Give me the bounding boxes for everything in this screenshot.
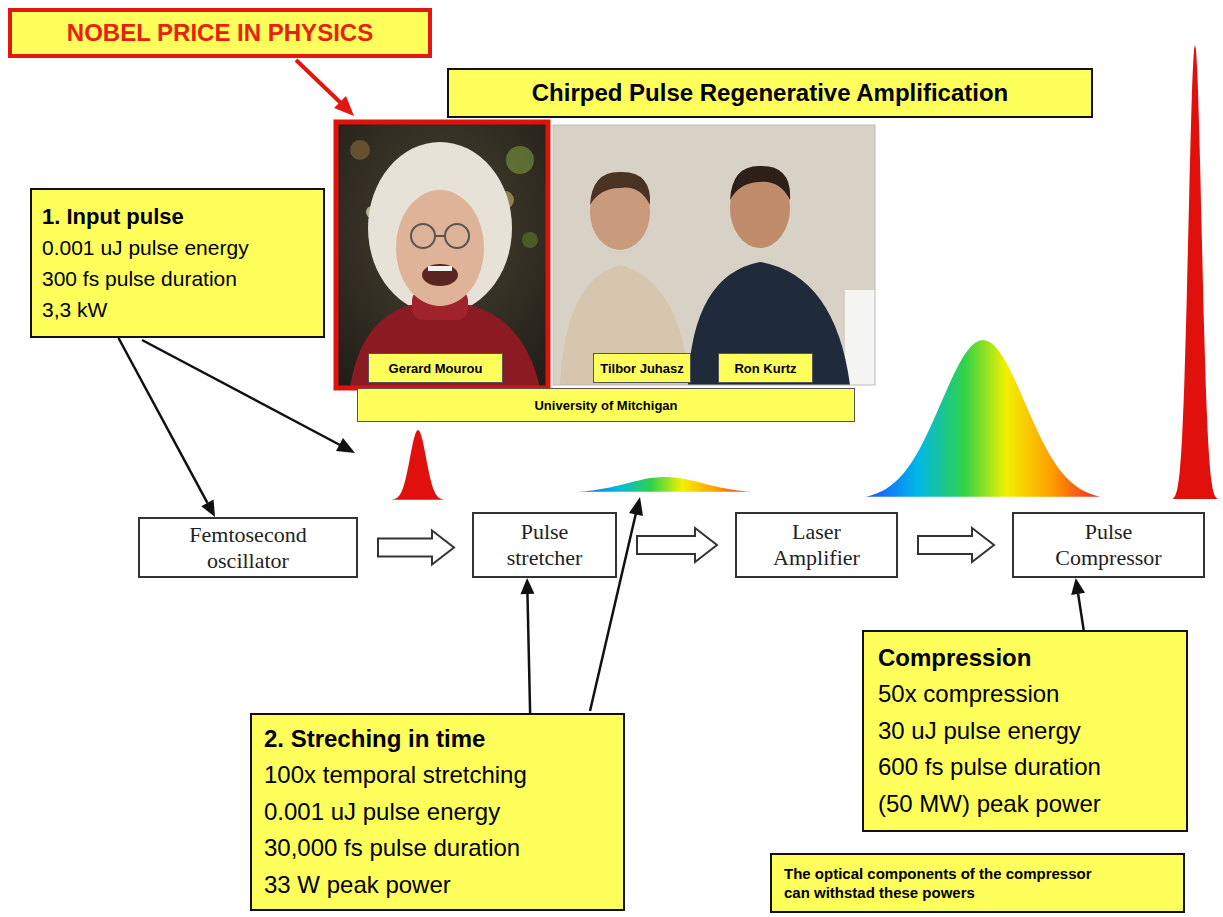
input-pulse bbox=[390, 430, 446, 500]
photo-mourou bbox=[336, 122, 548, 388]
box-text: Pulse stretcher bbox=[495, 519, 595, 571]
title-box: NOBEL PRICE IN PHYSICS bbox=[8, 8, 432, 58]
info-box: 1. Input pulse0.001 uJ pulse energy300 f… bbox=[30, 188, 325, 338]
box-text: (50 MW) peak power bbox=[878, 786, 1101, 823]
box-text: 0.001 uJ pulse energy bbox=[264, 794, 500, 831]
connector-arrow bbox=[520, 578, 534, 713]
box-text: 3,3 kW bbox=[42, 294, 107, 325]
connector-arrow bbox=[1071, 578, 1085, 630]
process-box: Pulse Compressor bbox=[1012, 512, 1205, 578]
box-heading: Compression bbox=[878, 640, 1031, 677]
box-text: Tilbor Juhasz bbox=[600, 361, 684, 376]
box-text: 50x compression bbox=[878, 676, 1059, 713]
box-text: 33 W peak power bbox=[264, 867, 451, 904]
process-box: Pulse stretcher bbox=[472, 512, 617, 578]
amplified-pulse bbox=[866, 340, 1100, 497]
compressed-pulse bbox=[1172, 45, 1218, 499]
info-box: 2. Streching in time100x temporal stretc… bbox=[250, 713, 625, 911]
process-box: Laser Amplifier bbox=[735, 512, 898, 578]
box-text: 0.001 uJ pulse energy bbox=[42, 232, 249, 263]
box-text: 100x temporal stretching bbox=[264, 757, 527, 794]
box-text: Ron Kurtz bbox=[734, 361, 796, 376]
box-text: NOBEL PRICE IN PHYSICS bbox=[67, 19, 373, 47]
block-arrow bbox=[378, 531, 454, 565]
box-text: The optical components of the compressor… bbox=[784, 864, 1106, 902]
name-label: Tilbor Juhasz bbox=[593, 353, 691, 383]
name-label: Gerard Mourou bbox=[368, 353, 503, 383]
box-text: Gerard Mourou bbox=[389, 361, 483, 376]
name-label: Ron Kurtz bbox=[718, 353, 813, 383]
stretched-pulse bbox=[578, 477, 752, 492]
box-text: Femtosecond oscillator bbox=[173, 522, 323, 574]
leader-arrow bbox=[142, 340, 355, 453]
block-arrow bbox=[918, 528, 994, 562]
box-heading: 2. Streching in time bbox=[264, 721, 485, 758]
block-arrow bbox=[637, 528, 717, 562]
box-text: Chirped Pulse Regenerative Amplification bbox=[532, 79, 1009, 107]
photo-juhasz-kurtz bbox=[553, 125, 875, 385]
box-text: Pulse Compressor bbox=[1046, 519, 1171, 571]
info-box: Compression50x compression30 uJ pulse en… bbox=[862, 630, 1188, 832]
box-text: 30,000 fs pulse duration bbox=[264, 830, 520, 867]
box-text: 300 fs pulse duration bbox=[42, 263, 237, 294]
pulse-shapes bbox=[390, 45, 1218, 500]
process-box: Femtosecond oscillator bbox=[138, 517, 358, 578]
box-text: 30 uJ pulse energy bbox=[878, 713, 1081, 750]
title-box: Chirped Pulse Regenerative Amplification bbox=[447, 68, 1093, 118]
box-text: 600 fs pulse duration bbox=[878, 749, 1101, 786]
box-text: University of Mitchigan bbox=[534, 398, 677, 413]
connector-arrow bbox=[119, 338, 216, 517]
box-heading: 1. Input pulse bbox=[42, 201, 184, 232]
note-box: The optical components of the compressor… bbox=[770, 853, 1185, 913]
box-text: Laser Amplifier bbox=[762, 519, 872, 571]
nobel-arrow bbox=[296, 60, 354, 116]
affiliation-bar: University of Mitchigan bbox=[357, 388, 855, 422]
